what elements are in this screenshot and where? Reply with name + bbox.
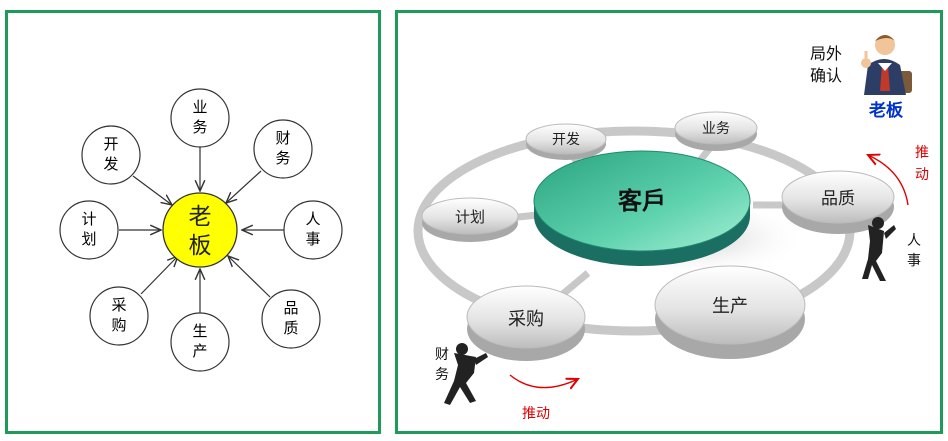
node-shengchan-label-1: 生 — [192, 322, 207, 340]
node-yewu-label-2: 务 — [192, 118, 207, 136]
node-caiwu-label-2: 务 — [275, 149, 290, 167]
node-shengchan-label: 生产 — [712, 296, 748, 317]
node-caiwu: 财 务 — [253, 119, 313, 179]
node-kaifa-disk: 开发 — [525, 123, 607, 160]
finance-label-2: 务 — [435, 367, 449, 383]
arrow-caigou — [140, 256, 178, 295]
node-renshi: 人 事 — [283, 200, 343, 260]
node-yewu-disk: 业务 — [674, 111, 758, 151]
boss-figure: 局外 确认 老板 — [810, 35, 912, 121]
center-customer-node: 客戶 — [533, 150, 751, 266]
push-bottom-label: 推动 — [522, 406, 550, 422]
push-top-1: 推 — [915, 145, 929, 161]
node-jihua-label-1: 计 — [81, 210, 96, 228]
node-caigou-label: 采购 — [508, 309, 544, 330]
node-renshi-label-1: 人 — [305, 210, 320, 228]
node-yewu-label-1: 业 — [192, 98, 207, 116]
finance-person-icon — [444, 343, 488, 405]
boss-label: 老板 — [868, 100, 904, 121]
node-kaifa-label-1: 开 — [103, 135, 118, 153]
node-caigou-disk: 采购 — [466, 285, 586, 361]
boss-note-2: 确认 — [810, 66, 842, 85]
right-panel: 客戶 开发 业务 计划 品质 采购 — [395, 10, 943, 434]
left-panel: 老 板 业 务 财 务 人 事 品 质 生 产 — [5, 10, 381, 434]
node-pinzhi: 品 质 — [261, 289, 321, 349]
hr-label-1: 人 — [907, 233, 921, 249]
node-yewu: 业 务 — [170, 88, 230, 148]
node-kaifa: 开 发 — [81, 125, 141, 185]
customer-centered-diagram: 客戶 开发 业务 计划 品质 采购 — [413, 35, 929, 422]
node-jihua: 计 划 — [59, 200, 119, 260]
node-pinzhi-label: 品质 — [821, 189, 855, 209]
node-pinzhi-label-1: 品 — [283, 299, 298, 317]
arrow-pinzhi — [228, 256, 271, 298]
arrow-caiwu — [226, 170, 262, 203]
center-label-1: 老 — [189, 204, 212, 230]
node-caigou: 采 购 — [89, 286, 149, 346]
node-shengchan: 生 产 — [170, 312, 230, 372]
node-yewu-label: 业务 — [702, 121, 730, 137]
finance-label-1: 财 — [435, 347, 449, 363]
boss-centered-diagram: 老 板 业 务 财 务 人 事 品 质 生 产 — [59, 88, 343, 372]
hr-person-icon — [862, 217, 896, 281]
center-label-2: 板 — [189, 233, 212, 259]
arrows — [119, 147, 284, 313]
node-jihua-disk: 计划 — [421, 197, 519, 242]
node-pinzhi-label-2: 质 — [283, 319, 298, 337]
node-kaifa-label: 开发 — [552, 132, 580, 148]
node-jihua-label: 计划 — [455, 208, 485, 226]
node-caigou-label-1: 采 — [111, 296, 126, 314]
node-pinzhi-disk: 品质 — [781, 170, 895, 234]
node-shengchan-disk: 生产 — [654, 265, 806, 359]
center-boss-node: 老 板 — [162, 192, 238, 268]
businessman-icon — [861, 35, 912, 95]
push-arrow-top — [868, 155, 909, 206]
node-shengchan-label-2: 产 — [192, 342, 207, 360]
center-customer-label: 客戶 — [618, 187, 666, 215]
arrow-kaifa — [132, 175, 172, 205]
node-kaifa-label-2: 发 — [103, 155, 118, 173]
boss-note-1: 局外 — [810, 44, 842, 63]
push-arrow-bottom — [509, 374, 578, 388]
node-renshi-label-2: 事 — [305, 230, 320, 248]
node-jihua-label-2: 划 — [81, 230, 96, 248]
node-caigou-label-2: 购 — [111, 316, 126, 334]
node-caiwu-label-1: 财 — [275, 129, 290, 147]
push-top-2: 动 — [915, 167, 929, 183]
hr-label-2: 事 — [907, 253, 921, 269]
